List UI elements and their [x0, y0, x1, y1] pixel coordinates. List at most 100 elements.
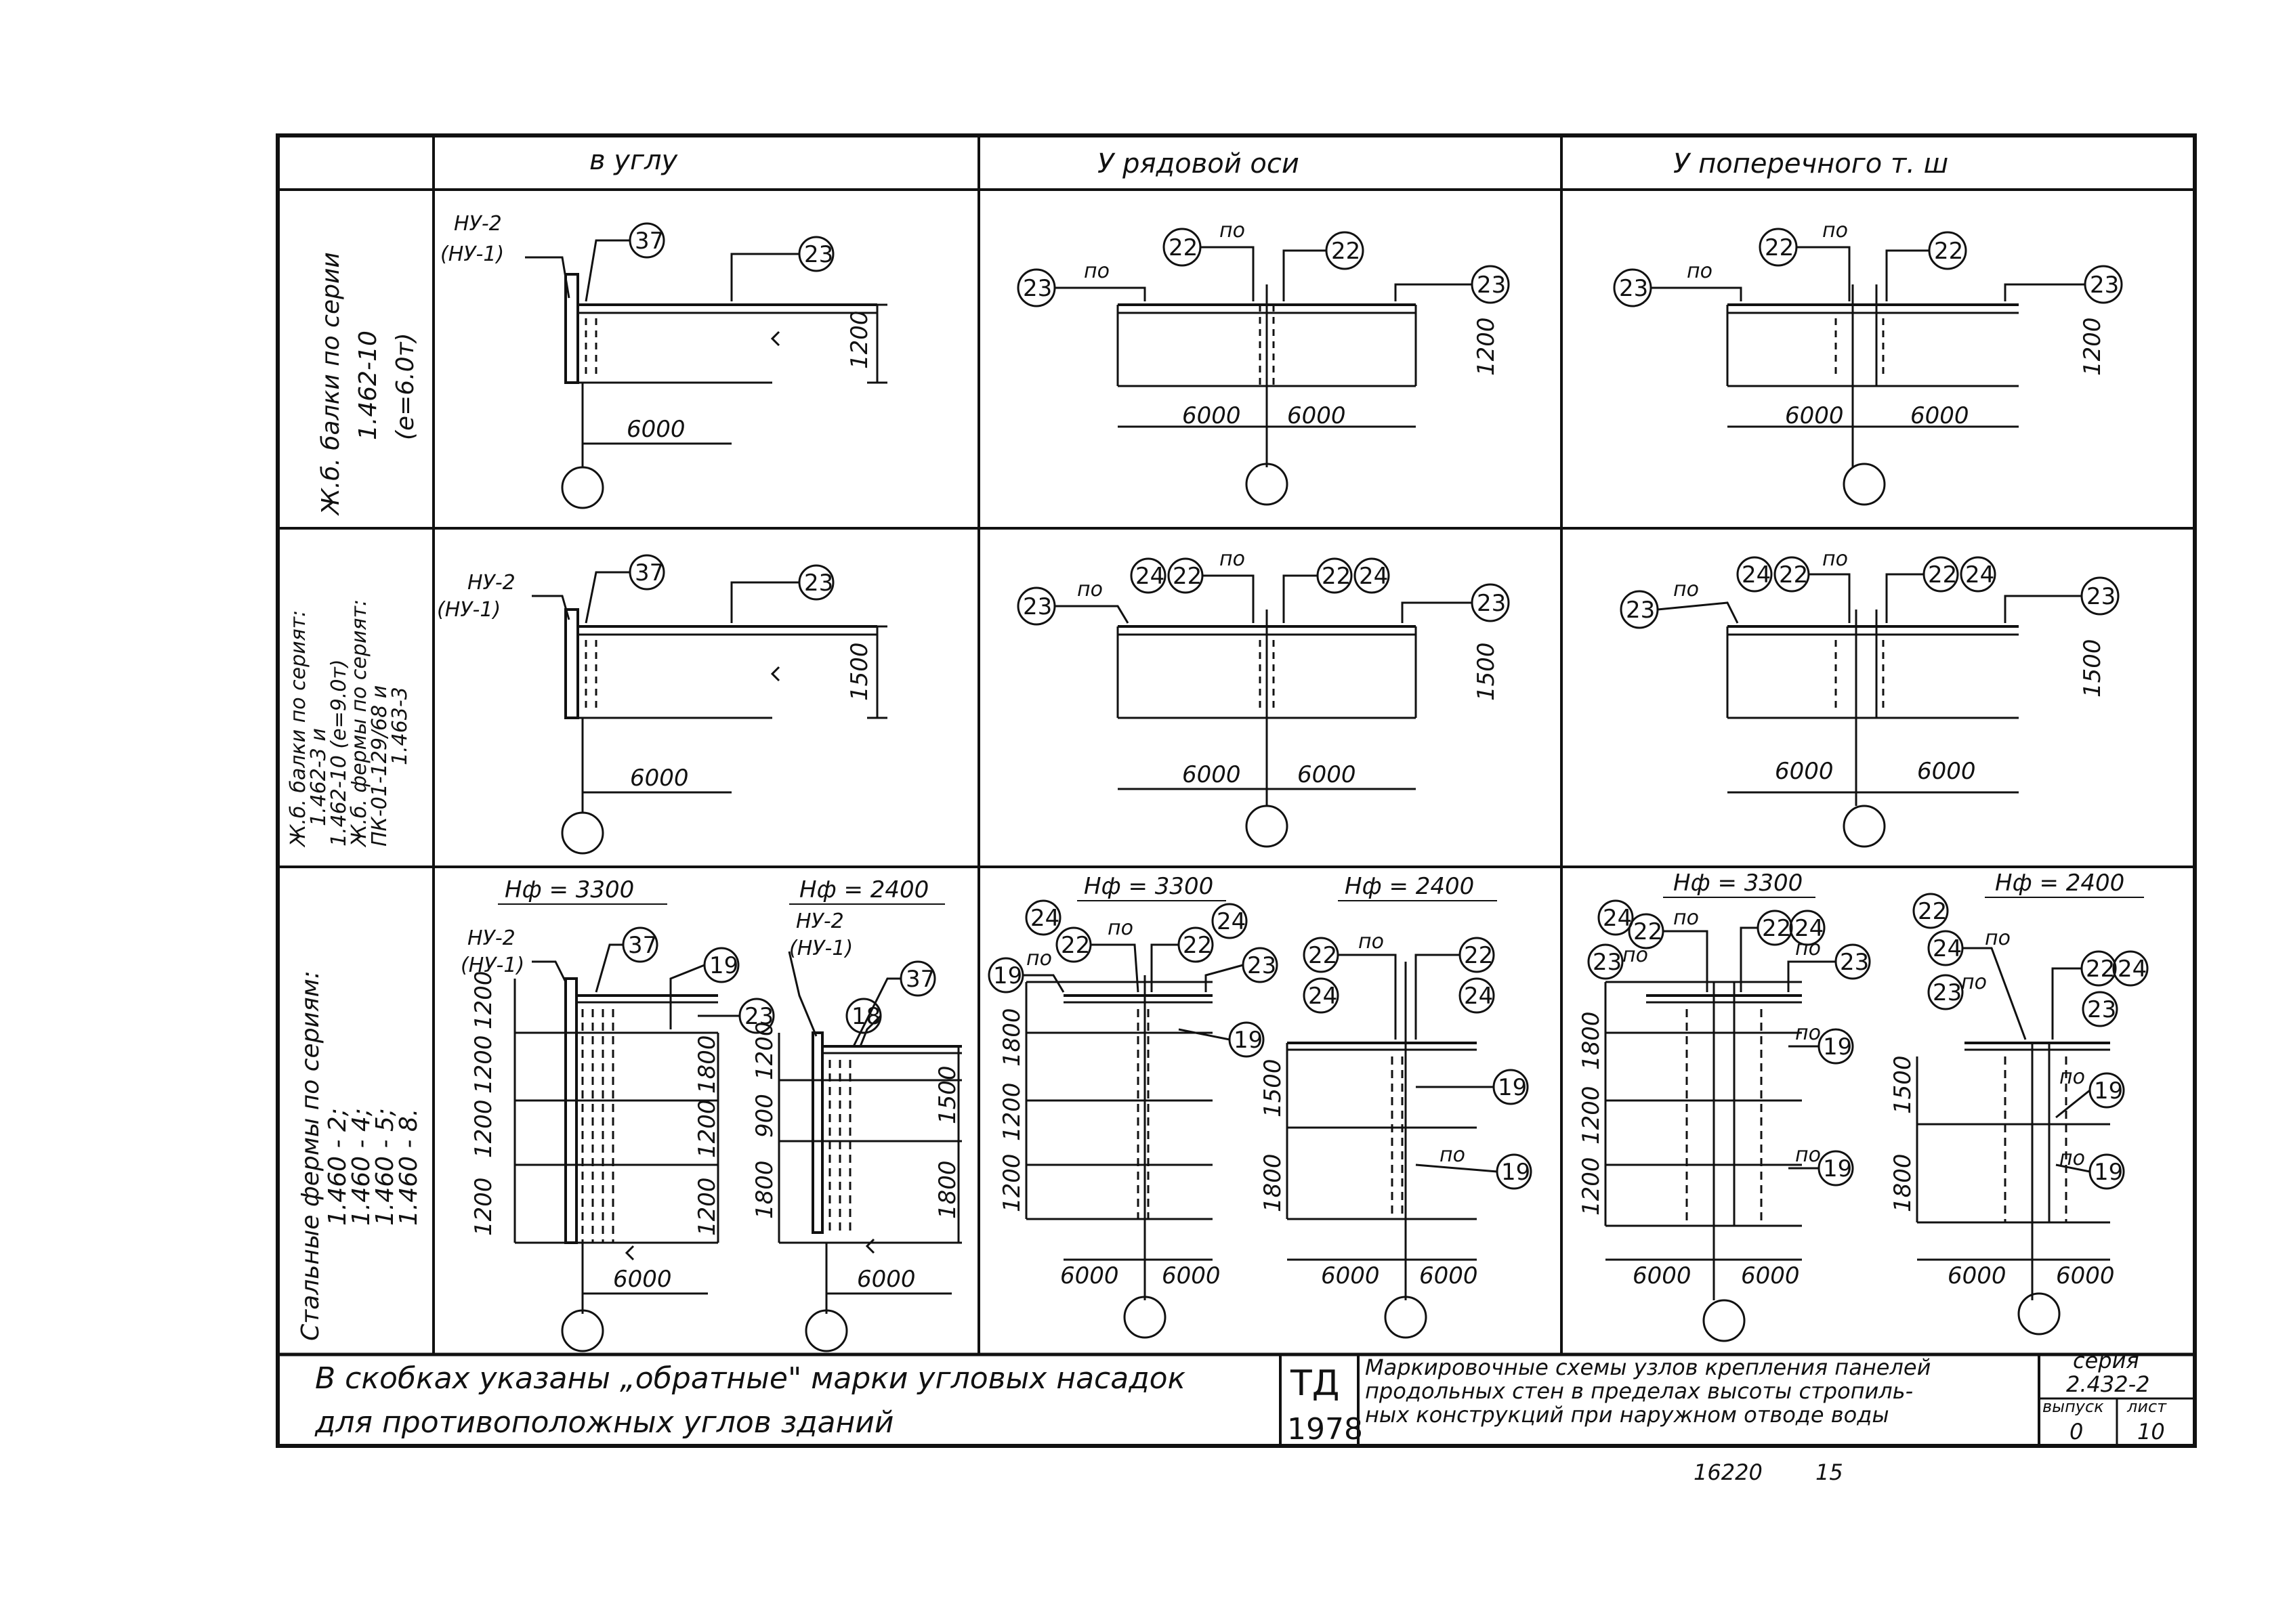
r3t-dim-6000a: 6000 — [1633, 1262, 1691, 1289]
row3-line1: Стальные фермы по сериям: — [297, 970, 324, 1341]
r3t-dim-1200b: 1200 — [1578, 1157, 1605, 1216]
col-header-row-axis: У рядовой оси — [1097, 148, 1299, 179]
r2t-po-b: по — [1822, 547, 1848, 571]
r3t2-mark-24b: 24 — [2118, 956, 2147, 983]
r3c-dim-1200r1: 1200 — [694, 1099, 721, 1158]
r3t-mark-23a: 23 — [1593, 949, 1622, 976]
node-r3-transverse-3300 — [1587, 899, 1871, 1342]
r3t-mark-22b: 22 — [1762, 915, 1791, 942]
r3r-po-a: по — [1108, 916, 1133, 940]
r2c-mark-23: 23 — [804, 570, 833, 597]
r3t2-mark-22a: 22 — [1918, 898, 1947, 925]
r3t-po-b: по — [1622, 943, 1648, 967]
r3r-mark-19a: 19 — [993, 962, 1022, 989]
r1t-dim-6000a: 6000 — [1785, 402, 1844, 429]
r1r-po-a: по — [1084, 259, 1110, 283]
r3t-po-e: по — [1795, 1143, 1821, 1167]
r2c-dim-6000: 6000 — [630, 765, 689, 792]
r3c-dim-1800r: 1800 — [694, 1035, 721, 1094]
footer-title-line2: продольных стен в пределах высоты стропи… — [1365, 1378, 1913, 1404]
r2t-po-a: по — [1673, 578, 1699, 601]
r2r-po-b: по — [1219, 547, 1245, 571]
node-r3-rowaxis-2400 — [1286, 937, 1532, 1339]
footer-title-line1: Маркировочные схемы узлов крепления пане… — [1365, 1354, 1931, 1380]
r3c-h3300: Нф = 3300 — [505, 876, 634, 903]
node-r1-rowaxis — [1017, 228, 1510, 506]
r3t2-mark-24a: 24 — [1933, 935, 1962, 962]
node-r3-rowaxis-3300 — [988, 899, 1278, 1339]
r2t-mark-24a: 24 — [1742, 561, 1771, 589]
r2c-nu1: (НУ-1) — [437, 598, 501, 622]
r2t-mark-22b: 22 — [1928, 561, 1957, 589]
footer-note-line1: В скобках указаны „обратные" марки углов… — [315, 1361, 1186, 1396]
r3c2-nu1: (НУ-1) — [789, 937, 853, 960]
r2t-mark-22a: 22 — [1779, 561, 1808, 589]
col-header-corner: в углу — [589, 145, 679, 176]
r3c2-dim-6000: 6000 — [857, 1266, 916, 1293]
r3r-mark-24b: 24 — [1217, 908, 1246, 935]
r3t-dim-1800: 1800 — [1578, 1011, 1605, 1070]
r3c2-dim-900: 900 — [751, 1094, 778, 1138]
r3t2-po-c: по — [2059, 1065, 2085, 1089]
r3t2-dim-6000b: 6000 — [2056, 1262, 2115, 1289]
node-r2-transverse — [1620, 556, 2120, 848]
r2r-mark-24a: 24 — [1135, 563, 1164, 590]
r3c2-dim-1800: 1800 — [751, 1160, 778, 1219]
r2r-mark-23b: 23 — [1477, 590, 1506, 617]
r3c2-mark-18: 18 — [852, 1003, 881, 1030]
r3t-mark-23b: 23 — [1840, 949, 1869, 976]
footer-year: 1978 — [1287, 1412, 1363, 1447]
r1t-mark-22a: 22 — [1765, 234, 1794, 261]
r2c-nu2: НУ-2 — [467, 571, 516, 595]
r3r-dim-1200b: 1200 — [999, 1153, 1026, 1212]
r1c-dim-6000: 6000 — [627, 416, 686, 443]
r3t2-mark-19b: 19 — [2094, 1159, 2123, 1186]
r1r-po-b: по — [1219, 219, 1245, 242]
node-r3-corner-3300 — [513, 926, 775, 1352]
r3c-h2400: Нф = 2400 — [799, 876, 929, 903]
r3r-h3300: Нф = 3300 — [1084, 873, 1213, 900]
r3c-dim-6000: 6000 — [613, 1266, 672, 1293]
r2t-dim-6000a: 6000 — [1775, 758, 1834, 785]
r3c-dim-1200c: 1200 — [470, 1099, 497, 1158]
r1c-nu1: (НУ-1) — [440, 242, 504, 266]
r1r-mark-22b: 22 — [1331, 238, 1360, 265]
r3c-dim-1200d: 1200 — [470, 1177, 497, 1236]
r3c-nu2: НУ-2 — [467, 926, 516, 950]
node-r1-corner — [525, 222, 887, 509]
r2c-dim-1500: 1500 — [846, 642, 873, 701]
r1t-mark-22b: 22 — [1934, 238, 1963, 265]
r3r2-mark-24a: 24 — [1308, 983, 1337, 1010]
row2-line6: 1.463-3 — [388, 687, 412, 765]
r1r-mark-22a: 22 — [1169, 234, 1198, 261]
r2r-mark-22b: 22 — [1322, 563, 1351, 590]
r3c2-dim-1200: 1200 — [751, 1021, 778, 1080]
r1r-dim-6000a: 6000 — [1182, 402, 1241, 429]
r1c-nu2: НУ-2 — [454, 212, 502, 236]
r3r-mark-23: 23 — [1247, 952, 1276, 979]
row-label-2: Ж.б. балки по серият: 1.462-3 и 1.462-10… — [287, 599, 412, 848]
r3r2-mark-22b: 22 — [1464, 942, 1493, 969]
r3r-dim-1200a: 1200 — [999, 1082, 1026, 1141]
r3t2-po-d: по — [2059, 1147, 2085, 1170]
r2r-mark-22a: 22 — [1173, 563, 1202, 590]
r1r-mark-23b: 23 — [1477, 272, 1506, 299]
sheet-frame — [276, 133, 2197, 1448]
r1t-po-a: по — [1687, 259, 1712, 283]
r3c2-mark-37: 37 — [906, 966, 935, 993]
r2r-dim-1500: 1500 — [1473, 642, 1500, 701]
r1r-dim-1200: 1200 — [1473, 317, 1500, 376]
r3t-po-a: по — [1673, 906, 1699, 930]
r1t-po-b: по — [1822, 219, 1848, 242]
r3c-dim-1200a: 1200 — [470, 970, 497, 1029]
r3t2-dim-1800: 1800 — [1889, 1153, 1916, 1212]
r3t-po-d: по — [1795, 1021, 1821, 1045]
r3r2-dim-1800: 1800 — [1259, 1153, 1286, 1212]
footer-sheet-value: 10 — [2137, 1419, 2165, 1445]
r3r-mark-22a: 22 — [1061, 932, 1090, 959]
r1r-mark-23a: 23 — [1023, 275, 1052, 302]
r3c-mark-23: 23 — [744, 1003, 774, 1030]
row2-line1: Ж.б. балки по серият: — [287, 610, 310, 848]
node-r3-transverse-2400 — [1912, 893, 2149, 1335]
footer-issue-label: выпуск — [2042, 1397, 2104, 1416]
